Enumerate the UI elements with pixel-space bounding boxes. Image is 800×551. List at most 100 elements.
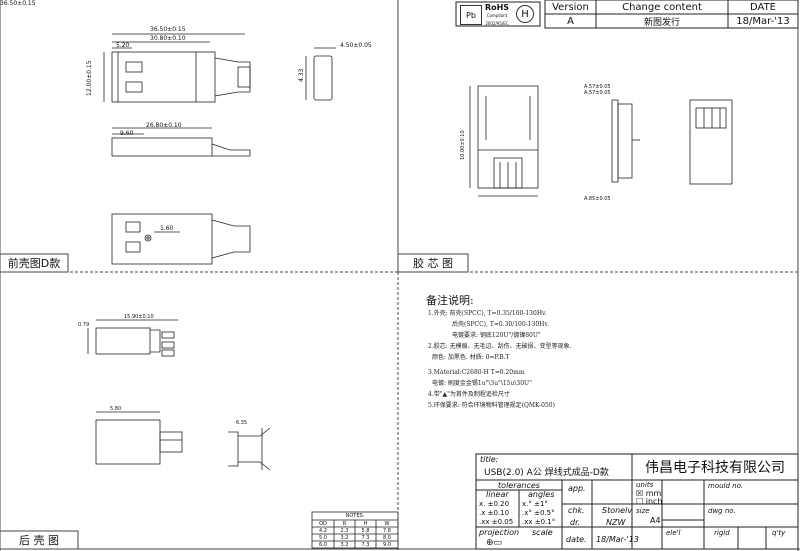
rohs-sub: Compliant — [486, 13, 508, 18]
dim-hole: 1.60 — [160, 225, 173, 232]
mould-label: mould no. — [708, 482, 744, 490]
change-header: Change content — [622, 1, 702, 13]
dim-core-height-text: 10.00±0.10 — [460, 130, 466, 160]
rohs-sub2: 2002/95/EC — [485, 21, 509, 26]
dim-rear-b: 5.80 — [110, 406, 121, 412]
dim-rear-b-text: 5.80 — [110, 406, 122, 412]
dim-core-bottom: A.85±0.05 — [584, 196, 611, 202]
note-line: 后壳(SPCC), T=0.30/100-130Hv. — [452, 321, 549, 328]
plastic-core-label: 胶 芯 图 — [413, 257, 453, 270]
dim-rear-len: 15.90±0.10 — [124, 314, 154, 320]
rear-shell-top-view — [87, 319, 178, 357]
notes-cell: 7.8 — [383, 527, 391, 534]
note-line: 1.外壳: 前壳(SPCC), T=0.35/100-130Hv. — [428, 310, 547, 317]
linear-row: x. ±0.20 — [479, 500, 510, 508]
dim-rear-len-text: 15.90±0.10 — [124, 314, 154, 320]
dr-label: dr. — [570, 518, 581, 527]
dim-right-width: 4.50±0.05 — [340, 42, 372, 49]
dim-inner-length: 30.80±0.10 — [150, 35, 186, 42]
rear-shell-side-view — [95, 411, 183, 465]
notes-cell: 7.3 — [361, 534, 370, 541]
unit-inch-checkbox: ☐ inch — [636, 497, 663, 506]
note-line: 5.环保要求: 符合环境物料管理规定(QMK-050) — [428, 402, 555, 409]
note-line: 3.Material:C2680-H T=0.20mm — [428, 369, 525, 376]
dim-overall-length-pos: 36.50±0.15 — [150, 26, 186, 33]
tolerances-label: tolerances — [498, 480, 540, 490]
size-label: size — [636, 507, 650, 515]
notes-header-h: H — [363, 520, 368, 527]
notes-cell: 6.0 — [319, 541, 327, 548]
linear-label: linear — [486, 490, 509, 499]
dim-side-offset-text: 9.60 — [120, 130, 134, 137]
chk-label: chk. — [568, 506, 585, 515]
title-value: USB(2.0) A公 焊线式成品-D款 — [484, 468, 609, 478]
dim-rear-small-text: 0.79 — [78, 322, 90, 328]
angle-row: x.° ±1° — [522, 500, 548, 508]
app-label: app. — [568, 484, 586, 493]
dim-core-top-b-text: A.57±0.05 — [584, 90, 611, 96]
core-front-view — [469, 85, 539, 197]
unit-mm-label: mm — [645, 489, 662, 498]
front-shell-side-view — [111, 127, 251, 157]
ele-label: ele'l — [666, 529, 681, 537]
dim-side-height-text: 12.00±0.15 — [86, 60, 93, 96]
rohs-text: RoHS — [484, 3, 510, 12]
notes-cell: 7.3 — [361, 541, 370, 548]
dim-core-top-b: A.57±0.05 — [584, 90, 611, 96]
date-label: date. — [566, 535, 587, 544]
core-end-view — [689, 99, 733, 185]
size-value: A4 — [650, 516, 661, 525]
dim-core-top-a: A.57±0.05 — [584, 84, 611, 90]
change-value: 新图发行 — [643, 17, 680, 28]
dim-side-height: 12.00±0.15 — [86, 60, 93, 96]
notes-cell: 5.0 — [319, 534, 327, 541]
dim-side-offset: 9.60 — [120, 130, 133, 137]
date-value: 18/Mar-'13 — [736, 15, 790, 27]
pb-free-logo: Pb — [460, 5, 482, 25]
unit-mm-checkbox: ☒ mm — [636, 489, 662, 498]
notes-header-w: W — [384, 520, 390, 527]
linear-row: .x ±0.10 — [479, 509, 510, 517]
notes-header-r: R — [342, 520, 347, 527]
note-line: 电镀要求: 钢底120U"/镀镍80U" — [452, 332, 541, 339]
title-block-frame — [475, 453, 799, 550]
angle-row: .xx ±0.1° — [522, 518, 556, 526]
note-line: 4.带"▲"为首件及制程追检尺寸 — [428, 391, 510, 398]
dim-rear-c: 6.35 — [236, 420, 247, 426]
rear-shell-end-view — [228, 427, 271, 471]
rohs-logo: RoHS Compliant 2002/95/EC — [483, 3, 511, 27]
unit-inch-label: inch — [645, 497, 663, 506]
dim-rear-c-text: 6.35 — [236, 420, 248, 426]
dim-side-length-text: 26.80±0.10 — [146, 122, 182, 129]
dim-right-height: 4.33 — [298, 69, 305, 82]
notes-table-caption: NOTES: — [345, 513, 365, 519]
version-value: A — [567, 15, 574, 27]
pb-logo-text: Pb — [466, 10, 476, 20]
revision-table-frame — [455, 0, 799, 29]
dwg-label: dwg no. — [708, 507, 736, 515]
angles-label: angles — [528, 490, 555, 499]
dim-side-length: 26.80±0.10 — [146, 122, 182, 129]
notes-table-frame — [311, 511, 399, 549]
notes-cell: 8.0 — [383, 534, 391, 541]
dim-rear-small: 0.79 — [78, 322, 89, 328]
company-name: 伟昌电子科技有限公司 — [645, 460, 785, 476]
notes-cell: 4.2 — [319, 527, 327, 534]
dim-right-width-text: 4.50±0.05 — [340, 42, 372, 49]
note-line: 颜色: 加黑色. 材质: 0=P.B.T — [432, 354, 510, 361]
notes-cell: 3.2 — [340, 534, 349, 541]
date-header: DATE — [749, 1, 776, 13]
dim-hole-text: 1.60 — [160, 225, 174, 232]
rigid-label: rigid — [714, 529, 730, 537]
dim-core-bottom-text: A.85±0.05 — [584, 196, 611, 202]
notes-cell: 2.3 — [340, 527, 349, 534]
dim-tip-offset-text: 5.20 — [116, 42, 130, 49]
linear-rows: x. ±0.20 .x ±0.10 .xx ±0.05 — [479, 500, 513, 527]
version-header: Version — [552, 1, 589, 13]
dim-inner-length-text: 30.80±0.10 — [150, 35, 186, 42]
units-label: units — [636, 481, 654, 489]
notes-cell: 3.2 — [340, 541, 349, 548]
notes-cell: 5.8 — [361, 527, 370, 534]
front-shell-top-view — [103, 33, 251, 103]
